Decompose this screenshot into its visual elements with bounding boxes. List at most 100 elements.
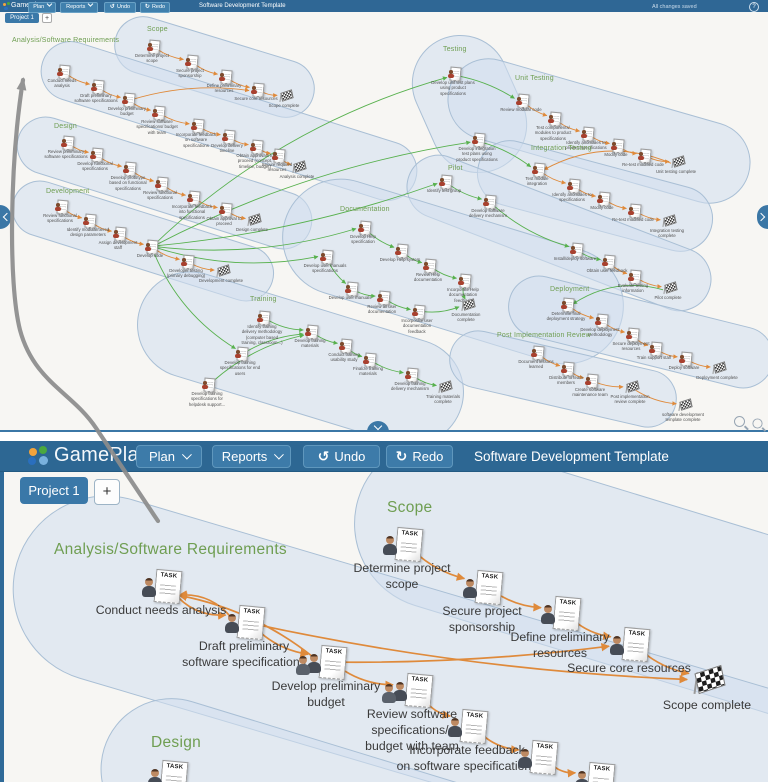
node-label: Review preliminary software specificatio… (44, 149, 88, 160)
node-label: Review modular code (500, 107, 542, 112)
person-icon (439, 178, 445, 186)
person-icon (55, 203, 61, 211)
person-icon (148, 769, 163, 782)
person-icon (448, 70, 454, 78)
node-label: Train support staff (636, 355, 672, 360)
person-icon (611, 142, 617, 150)
task-document-icon: TASK (159, 759, 189, 782)
new-tab-button-mini[interactable]: + (42, 13, 52, 23)
person-icon (91, 83, 97, 91)
node-label: Develop unit test plans using product sp… (431, 80, 475, 96)
person-icon (145, 243, 151, 251)
pan-right-button[interactable] (756, 205, 768, 229)
person-icon (575, 771, 590, 782)
pan-left-button[interactable] (0, 205, 12, 229)
node-label: Conduct needs analysis (47, 78, 77, 89)
person-icon (142, 578, 157, 598)
reports-menu-button[interactable]: Reports (212, 445, 291, 468)
person-icon (83, 217, 89, 225)
node-label: Re-test modified code (612, 217, 654, 222)
cluster-label-training: Training (250, 296, 277, 303)
document-title-mini: Software Development Template (199, 3, 286, 9)
redo-button[interactable]: ↻Redo (386, 445, 453, 468)
undo-icon: ↺ (317, 449, 330, 465)
tab-project-1-mini[interactable]: Project 1 (5, 13, 39, 23)
zoom-out-icon[interactable] (752, 418, 763, 429)
node-label: Training materials complete (426, 394, 460, 405)
node-label: Conduct needs analysis (95, 603, 227, 617)
person-icon (548, 115, 554, 123)
node-label: Develop user manuals specifications (303, 263, 347, 274)
new-tab-button[interactable]: + (94, 479, 120, 505)
person-icon (483, 198, 489, 206)
node-label: Develop training delivery mechanism (391, 381, 429, 392)
chevron-left-icon (2, 212, 12, 222)
node-label: Develop software delivery mechanism (469, 208, 507, 219)
node-label: Document lessons learned (518, 359, 554, 370)
node-label: Obtain approval to proceed (206, 216, 242, 227)
person-icon (679, 355, 685, 363)
person-icon (518, 749, 533, 769)
person-icon (567, 182, 573, 190)
node-label: Develop training specifications for help… (188, 391, 226, 407)
zoom-in-icon[interactable] (734, 416, 745, 427)
help-button[interactable]: ? (749, 1, 759, 12)
task-document-icon: TASK (529, 739, 559, 776)
node-label: Secure project sponsorship (176, 68, 204, 79)
autosave-status: All changes saved (652, 3, 697, 10)
node-label: Distribute to team members (549, 375, 583, 386)
person-icon (90, 151, 96, 159)
task-document-icon: TASK (153, 568, 183, 605)
person-icon (638, 152, 644, 160)
node-label: Documentation complete (451, 312, 481, 323)
person-icon (363, 356, 369, 364)
person-icon (202, 381, 208, 389)
node-label: Modify code (604, 152, 628, 157)
redo-button-mini[interactable]: ↻Redo (140, 1, 170, 13)
undo-button-mini[interactable]: ↺Undo (104, 1, 136, 13)
chevron-down-icon (274, 449, 285, 460)
reports-menu-button-mini[interactable]: Reports (60, 1, 98, 13)
logo-dot-blue (28, 457, 36, 465)
plan-menu-button[interactable]: Plan (136, 445, 202, 468)
person-icon (377, 294, 383, 302)
logo-dot-blue (4, 6, 8, 10)
undo-button[interactable]: ↺Undo (303, 445, 380, 468)
cluster-label-pilot: Pilot (448, 165, 463, 172)
node-label: Identify test group (426, 188, 462, 193)
task-document-icon: TASK (404, 672, 434, 709)
cluster-label-scope: Scope (387, 499, 433, 516)
node-label: Determine project scope (353, 561, 451, 591)
node-label: Review functional specifications (143, 190, 177, 201)
node-label: Test components/ modules to product spec… (534, 125, 572, 141)
node-label: Design complete (235, 227, 268, 232)
node-label: Develop functional specifications (77, 161, 113, 172)
person-icon (225, 614, 240, 634)
person-icon (235, 350, 241, 358)
redo-icon: ↻ (144, 2, 150, 10)
tab-project-1[interactable]: Project 1 (20, 477, 88, 504)
person-icon (626, 331, 632, 339)
task-document-icon: TASK (474, 569, 504, 606)
person-icon (561, 365, 567, 373)
pan-down-button[interactable] (367, 421, 389, 432)
person-icon (382, 684, 397, 704)
cluster-label-design: Design (54, 123, 77, 130)
node-label: Draft preliminary software specification… (74, 93, 118, 104)
node-label: Determine project scope (135, 53, 169, 64)
person-icon (187, 194, 193, 202)
chevron-down-icon (47, 1, 53, 7)
node-label: Deployment complete (696, 375, 738, 380)
person-icon (561, 301, 567, 309)
task-document-icon: TASK (394, 526, 424, 563)
logo-dot-green (6, 2, 10, 5)
node-label: Develop prototype based on functional sp… (109, 175, 147, 191)
cluster-label-analysis-software-requirements: Analysis/Software Requirements (12, 37, 120, 44)
person-icon (219, 206, 225, 214)
cluster-label-scope: Scope (147, 26, 168, 33)
node-label: Develop integration test plans using pro… (456, 146, 498, 162)
plan-menu-button-mini[interactable]: Plan (28, 1, 56, 13)
